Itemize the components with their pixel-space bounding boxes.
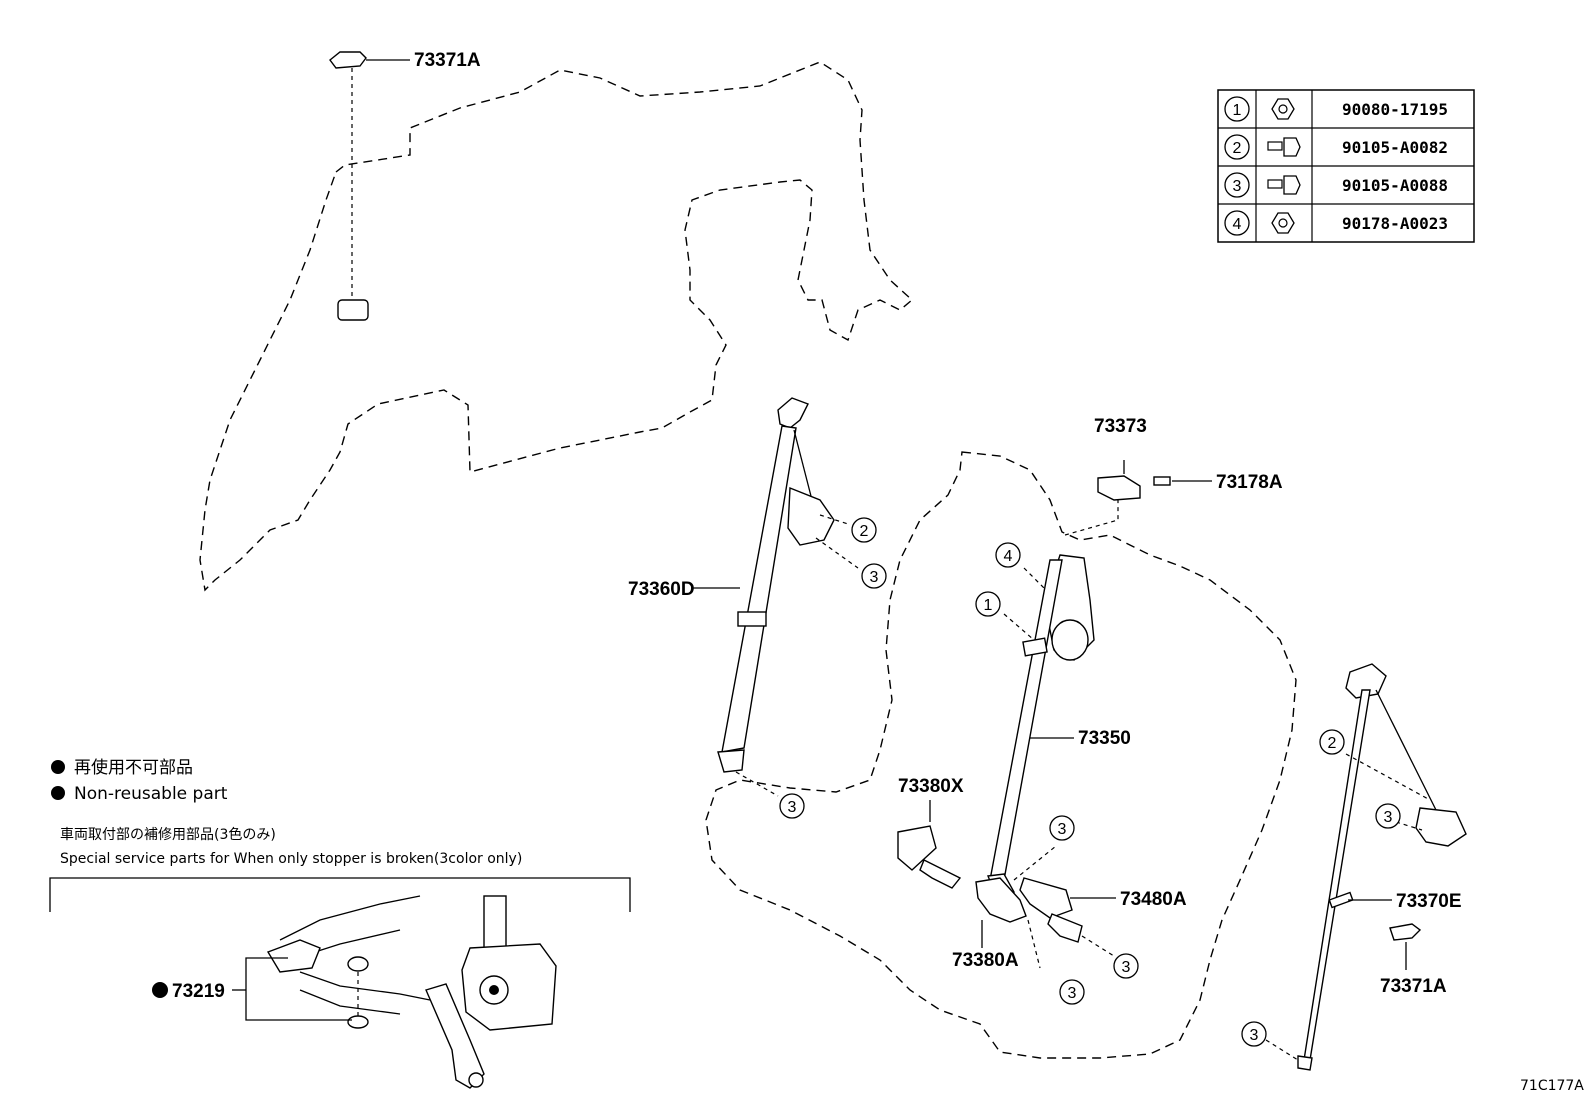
callout-3: 3 (1059, 979, 1085, 1005)
svg-text:3: 3 (870, 569, 879, 586)
table-row: 3 90105-A0088 (1224, 172, 1448, 198)
svg-text:3: 3 (1233, 178, 1242, 195)
label-73178A: 73178A (1216, 472, 1283, 493)
buckle-73480A (1019, 877, 1083, 943)
special-service-title-en: Special service parts for When only stop… (60, 851, 522, 867)
callout-2: 2 (851, 517, 877, 543)
nut-icon (1271, 98, 1295, 120)
svg-text:2: 2 (1233, 140, 1242, 157)
bullet-icon (152, 982, 168, 998)
clip-73371A-top (329, 51, 367, 69)
label-73373: 73373 (1094, 416, 1147, 437)
legend-jp: 再使用不可部品 (74, 757, 193, 778)
label-bracket-73219 (245, 957, 352, 1021)
label-73370E: 73370E (1396, 891, 1462, 912)
svg-text:1: 1 (984, 597, 993, 614)
svg-text:90105-A0088: 90105-A0088 (1342, 176, 1448, 195)
callout-2: 2 (1319, 729, 1345, 755)
svg-text:4: 4 (1004, 548, 1013, 565)
table-row: 2 90105-A0082 (1224, 134, 1448, 160)
label-73371A-top: 73371A (414, 50, 481, 71)
seat-belt-73360D (692, 397, 835, 773)
svg-text:90080-17195: 90080-17195 (1342, 100, 1448, 119)
special-service-title-jp: 車両取付部の補修用部品(3色のみ) (60, 826, 276, 843)
svg-text:90105-A0082: 90105-A0082 (1342, 138, 1448, 157)
label-73380A: 73380A (952, 950, 1019, 971)
label-73371A-right: 73371A (1380, 976, 1447, 997)
bullet-icon (51, 786, 65, 800)
label-73350: 73350 (1078, 728, 1131, 749)
label-73219: 73219 (172, 981, 225, 1002)
svg-text:3: 3 (1058, 821, 1067, 838)
figure-code: 71C177A (1520, 1078, 1584, 1094)
callout-3: 3 (779, 793, 805, 819)
svg-text:3: 3 (1384, 809, 1393, 826)
body-panel-outline (199, 61, 914, 592)
fastener-table: 1 90080-17195 2 90105-A0082 3 90105-A008 (1217, 89, 1475, 243)
svg-text:3: 3 (788, 799, 797, 816)
svg-text:90178-A0023: 90178-A0023 (1342, 214, 1448, 233)
clip-73371A-right (1389, 923, 1422, 941)
callout-3: 3 (861, 563, 887, 589)
bolt-icon (1267, 137, 1301, 157)
stopper-detail (266, 895, 557, 1089)
callout-3: 3 (1241, 1021, 1267, 1047)
buckle-73380A (975, 877, 1027, 923)
cover-73373 (1097, 475, 1141, 501)
svg-text:4: 4 (1233, 216, 1242, 233)
svg-text:2: 2 (1328, 735, 1337, 752)
svg-text:3: 3 (1250, 1027, 1259, 1044)
svg-text:3: 3 (1122, 959, 1131, 976)
legend-en: Non-reusable part (74, 784, 228, 804)
bullet-icon (51, 760, 65, 774)
svg-text:1: 1 (1233, 102, 1242, 119)
table-row: 4 90178-A0023 (1224, 210, 1448, 236)
callout-3: 3 (1049, 815, 1075, 841)
special-service-bracket (49, 877, 631, 912)
label-73480A: 73480A (1120, 889, 1187, 910)
table-row: 1 90080-17195 (1224, 96, 1448, 122)
callout-1: 1 (975, 591, 1001, 617)
callout-4: 4 (995, 542, 1021, 568)
seat-outline (705, 451, 1297, 1059)
callout-3: 3 (1375, 803, 1401, 829)
bolt-icon (1267, 175, 1301, 195)
svg-text:3: 3 (1068, 985, 1077, 1002)
label-73380X: 73380X (898, 776, 964, 797)
nut-icon (1271, 212, 1295, 234)
svg-text:2: 2 (860, 523, 869, 540)
seat-belt-73370E (1297, 663, 1467, 1071)
callout-3: 3 (1113, 953, 1139, 979)
seat-belt-73350 (987, 554, 1095, 897)
buckle-73380X (897, 825, 962, 889)
clip-slot (337, 299, 369, 321)
label-73360D: 73360D (628, 579, 695, 600)
